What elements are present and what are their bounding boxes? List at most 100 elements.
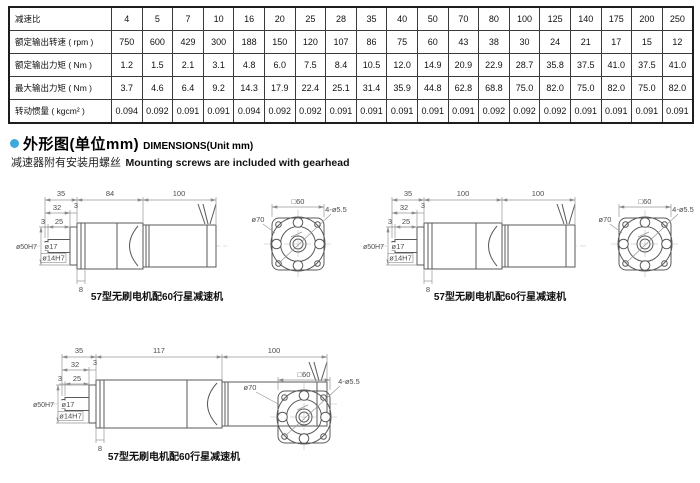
cell-value: 24 (539, 30, 571, 54)
cell-value: 0.094 (111, 99, 143, 124)
cell-value: 1.5 (141, 53, 174, 77)
dimension-drawing-2: 35 100 100 32 3 25 3 ø50H7 ø17 ø14H7 8 (363, 189, 694, 303)
dim-gearbox-length: 100 (457, 189, 470, 198)
cell-value: 140 (569, 6, 602, 31)
cell-value: 750 (111, 30, 143, 54)
cell-value: 17 (600, 30, 633, 54)
cell-value: 20.9 (447, 53, 480, 77)
cell-value: 4.6 (141, 76, 174, 100)
cell-value: 0.091 (386, 99, 418, 124)
dim-flange-square: □60 (639, 197, 652, 206)
cell-value: 175 (600, 6, 633, 31)
cell-value: 14.3 (233, 76, 265, 100)
flange-view: □60 ø70 4-ø5.5 (244, 370, 360, 451)
drawing-caption: 57型无刷电机配60行星减速机 (434, 290, 566, 303)
section-title-en: DIMENSIONS(Unit mm) (143, 141, 254, 152)
side-view: 35 84 100 32 3 25 3 ø50H7 ø17 ø14H7 (16, 189, 227, 303)
dim-25: 25 (402, 217, 410, 226)
dimension-drawing-1: 35 84 100 32 3 25 3 ø50H7 ø17 ø14H7 (16, 189, 347, 303)
dim-3-tip: 3 (58, 374, 62, 383)
dimension-drawing-3: 35 117 100 32 3 25 3 ø50H7 ø17 ø14H7 8 (33, 346, 360, 463)
cell-value: 38 (478, 30, 510, 54)
dim-8: 8 (98, 444, 102, 453)
cell-value: 0.091 (600, 99, 633, 124)
cell-value: 7.5 (294, 53, 327, 77)
cell-value: 20 (263, 6, 296, 31)
cell-value: 0.092 (294, 99, 327, 124)
cell-value: 31.4 (355, 76, 388, 100)
cell-value: 68.8 (478, 76, 510, 100)
cell-value: 0.091 (355, 99, 388, 124)
cell-value: 0.092 (141, 99, 174, 124)
cell-value: 43 (447, 30, 480, 54)
cell-value: 0.091 (202, 99, 235, 124)
cell-value: 100 (508, 6, 541, 31)
label-bore-diameter: ø14H7 (42, 254, 65, 263)
flange-view: □60 ø70 4-ø5.5 (252, 197, 347, 278)
dim-front-length: 35 (75, 346, 83, 355)
cell-value: 6.4 (172, 76, 204, 100)
cell-value: 0.091 (569, 99, 602, 124)
cell-value: 600 (141, 30, 174, 54)
cell-value: 86 (355, 30, 388, 54)
bullet-icon (10, 139, 19, 148)
row-label: 额定输出力矩 ( Nm ) (8, 53, 112, 77)
dim-32: 32 (53, 203, 61, 212)
note-en: Mounting screws are included with gearhe… (125, 157, 350, 169)
cell-value: 150 (263, 30, 296, 54)
cell-value: 1.2 (111, 53, 143, 77)
cell-value: 21 (569, 30, 602, 54)
cell-value: 6.0 (263, 53, 296, 77)
dim-front-length: 35 (57, 189, 65, 198)
cell-value: 9.2 (202, 76, 235, 100)
dim-3-boss: 3 (74, 201, 78, 210)
cell-value: 250 (661, 6, 694, 31)
dim-motor-length: 100 (173, 189, 186, 198)
section-title-cn: 外形图(单位mm) (23, 136, 140, 153)
cell-value: 50 (416, 6, 449, 31)
cell-value: 82.0 (600, 76, 633, 100)
cell-value: 40 (386, 6, 418, 31)
cell-value: 75.0 (569, 76, 602, 100)
cell-value: 0.091 (416, 99, 449, 124)
row-label: 减速比 (8, 6, 112, 31)
cell-value: 300 (202, 30, 235, 54)
cell-value: 200 (631, 6, 663, 31)
cell-value: 37.5 (631, 53, 663, 77)
dim-32: 32 (400, 203, 408, 212)
dim-flange-square: □60 (298, 370, 311, 379)
cell-value: 0.091 (631, 99, 663, 124)
dim-flange-square: □60 (292, 197, 305, 206)
cell-value: 188 (233, 30, 265, 54)
row-label: 转动惯量 ( kgcm² ) (8, 99, 112, 124)
cell-value: 28.7 (508, 53, 541, 77)
cell-value: 41.0 (661, 53, 694, 77)
cell-value: 3.1 (202, 53, 235, 77)
cell-value: 10 (202, 6, 235, 31)
drawing-caption: 57型无刷电机配60行星减速机 (91, 290, 223, 303)
cell-value: 15 (631, 30, 663, 54)
dim-8: 8 (426, 285, 430, 294)
cell-value: 0.092 (478, 99, 510, 124)
cell-value: 0.091 (172, 99, 204, 124)
cell-value: 4 (111, 6, 143, 31)
section-header: 外形图(单位mm) DIMENSIONS(Unit mm) (10, 133, 253, 154)
cell-value: 125 (539, 6, 571, 31)
cell-value: 60 (416, 30, 449, 54)
dim-3-boss: 3 (421, 201, 425, 210)
cell-value: 25 (294, 6, 327, 31)
label-pilot-diameter: ø50H7 (33, 402, 54, 409)
cell-value: 0.091 (661, 99, 694, 124)
side-view: 35 100 100 32 3 25 3 ø50H7 ø17 ø14H7 8 (363, 189, 586, 303)
dim-corner-holes: 4-ø5.5 (338, 377, 360, 386)
note-cn: 减速器附有安装用螺丝 (11, 157, 121, 169)
cell-value: 30 (508, 30, 541, 54)
cell-value: 41.0 (600, 53, 633, 77)
label-bore-diameter: ø14H7 (59, 412, 82, 421)
drawing-caption: 57型无刷电机配60行星减速机 (108, 450, 240, 463)
